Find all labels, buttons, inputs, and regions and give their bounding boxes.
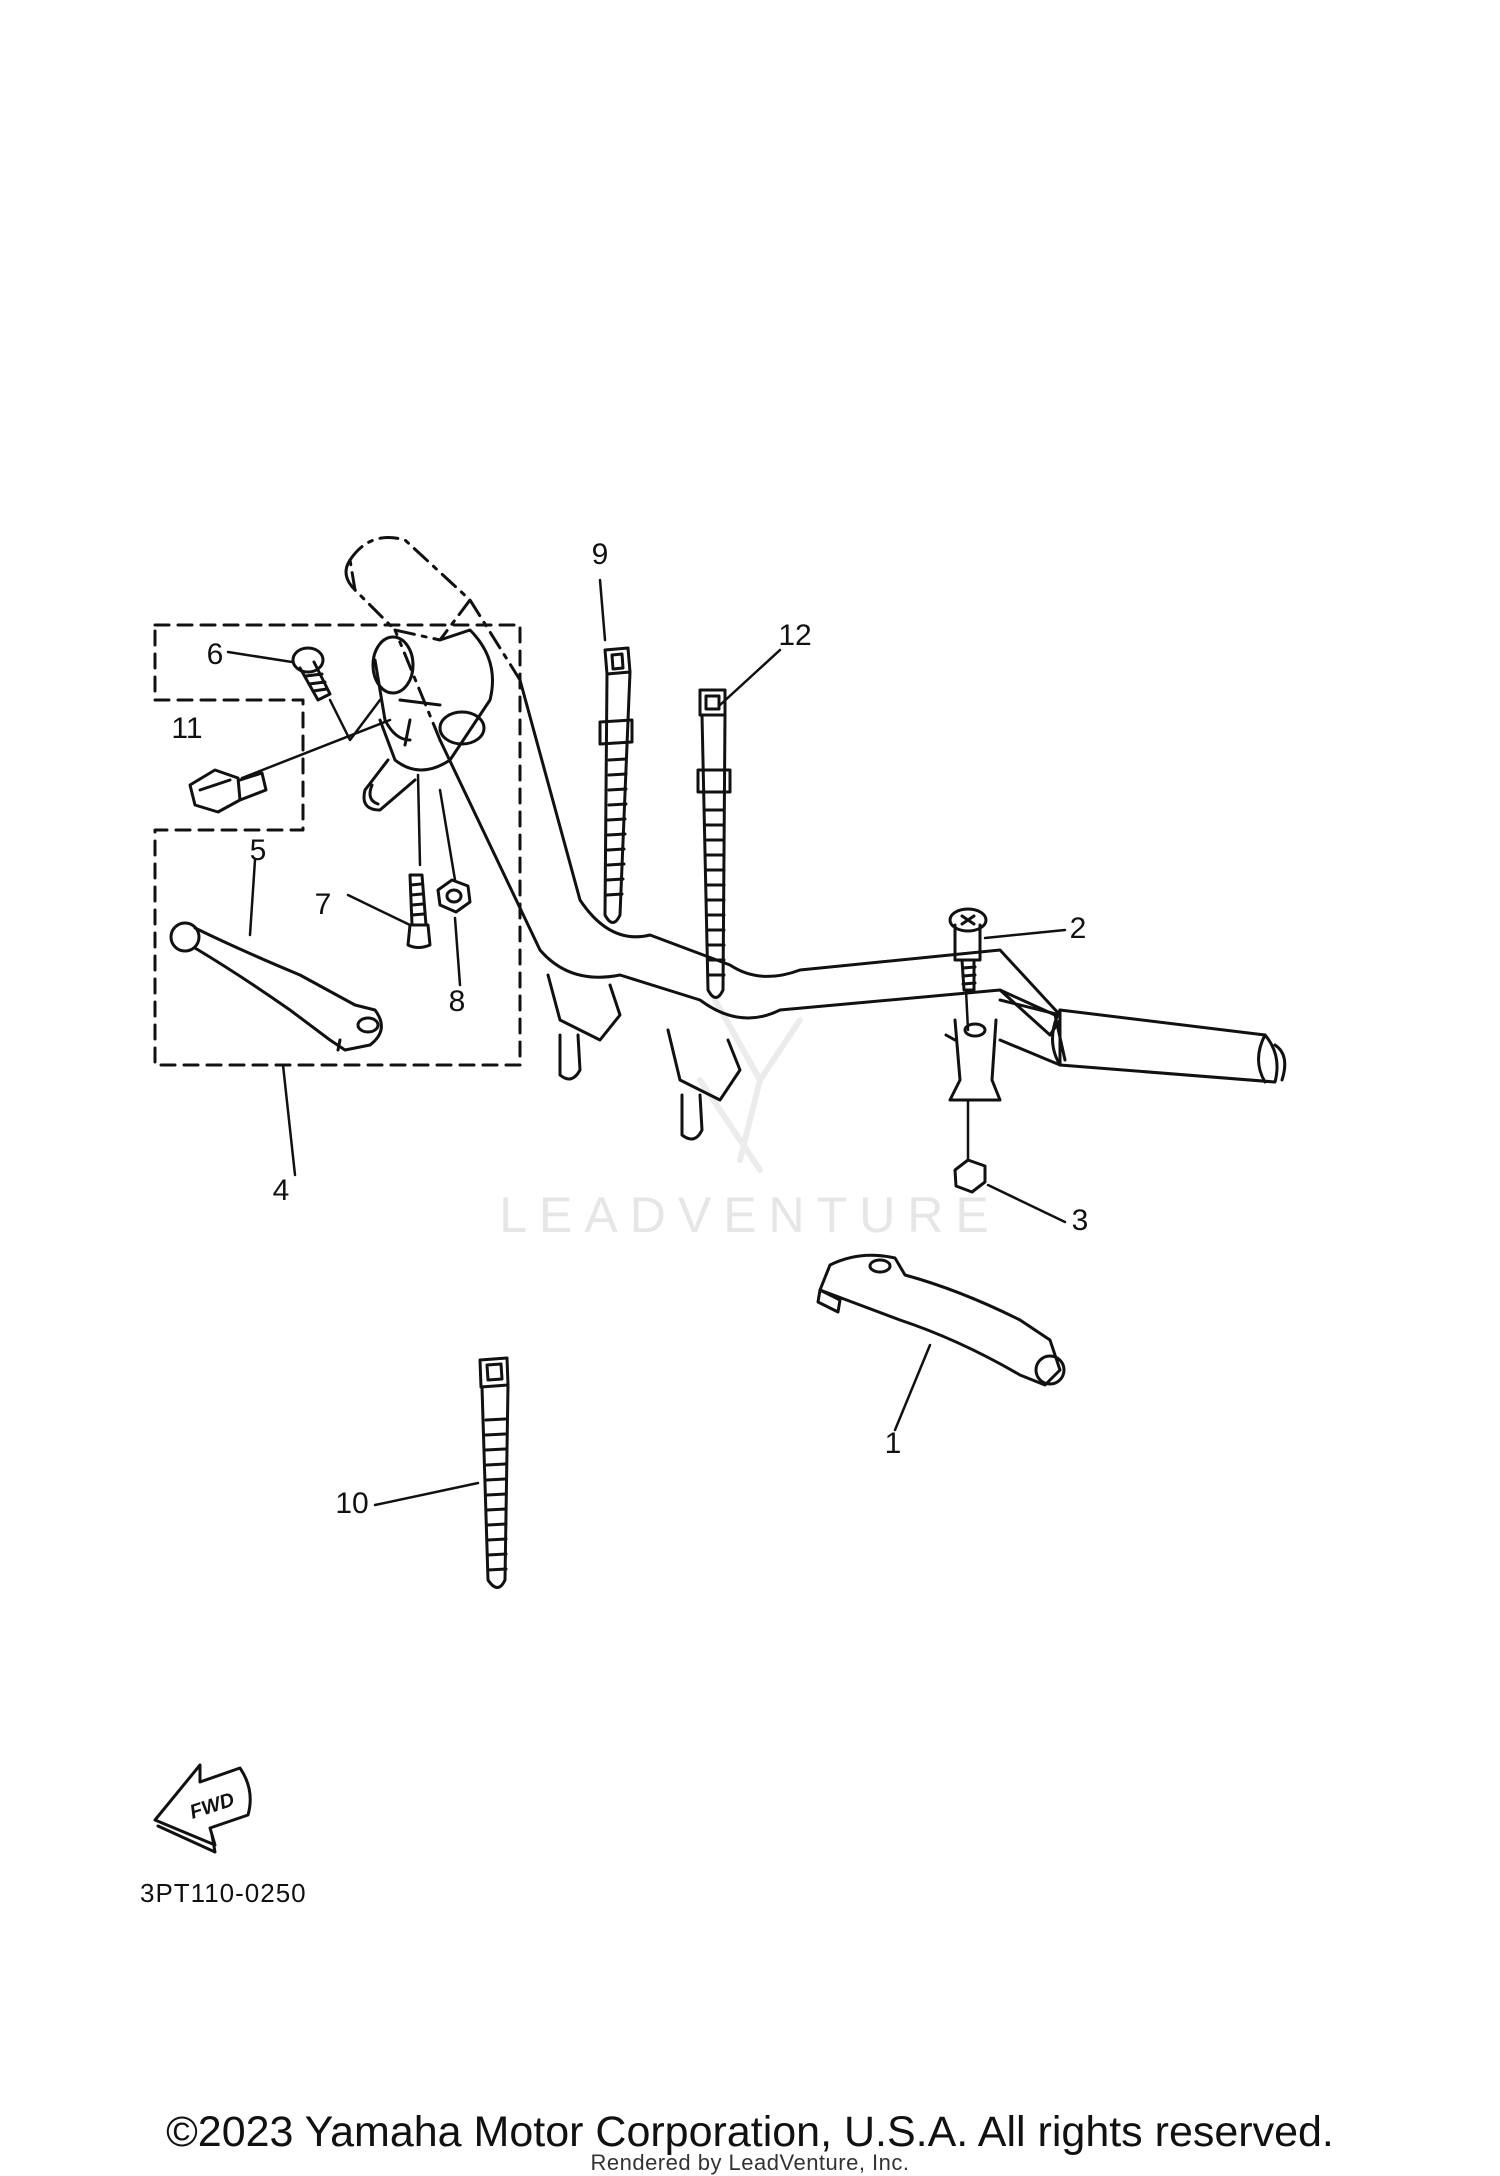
callout-10: 10 xyxy=(335,1487,368,1520)
cable-tie-9 xyxy=(598,646,634,924)
callout-1: 1 xyxy=(885,1427,902,1460)
screw-6 xyxy=(291,646,332,702)
callout-4: 4 xyxy=(273,1174,290,1207)
cable-tie-12 xyxy=(696,688,732,999)
copyright-notice: ©2023 Yamaha Motor Corporation, U.S.A. A… xyxy=(166,2108,1334,2156)
callout-2: 2 xyxy=(1070,912,1087,945)
callout-9: 9 xyxy=(592,538,609,571)
cable-tie-10 xyxy=(478,1356,510,1589)
nut-3 xyxy=(953,1158,987,1194)
callout-12: 12 xyxy=(778,619,811,652)
callout-8: 8 xyxy=(449,985,466,1018)
callout-11: 11 xyxy=(171,712,202,745)
watermark-logo xyxy=(697,997,803,1173)
lever-1 xyxy=(816,1253,1066,1387)
screw-2 xyxy=(948,907,988,992)
bolt-11 xyxy=(188,768,268,814)
mount-bracket xyxy=(944,1018,1002,1102)
callout-7: 7 xyxy=(315,888,332,921)
nut-8 xyxy=(436,878,472,914)
callout-5: 5 xyxy=(250,834,267,867)
lever-holder xyxy=(362,628,494,812)
callout-3: 3 xyxy=(1072,1204,1089,1237)
fwd-label: FWD xyxy=(187,1789,237,1824)
handlebar xyxy=(344,536,1287,1141)
bolt-7 xyxy=(406,873,432,949)
watermark: LEADVENTURE xyxy=(499,1187,1001,1243)
rendered-by-credit: Rendered by LeadVenture, Inc. xyxy=(590,2150,910,2175)
lever-5 xyxy=(169,921,383,1052)
diagram-part-code: 3PT110-0250 xyxy=(140,1878,307,1908)
callout-6: 6 xyxy=(207,638,224,671)
assembly-box-4 xyxy=(153,623,522,1067)
leader-lines xyxy=(226,578,1067,1507)
fwd-arrow-icon xyxy=(153,1763,252,1854)
